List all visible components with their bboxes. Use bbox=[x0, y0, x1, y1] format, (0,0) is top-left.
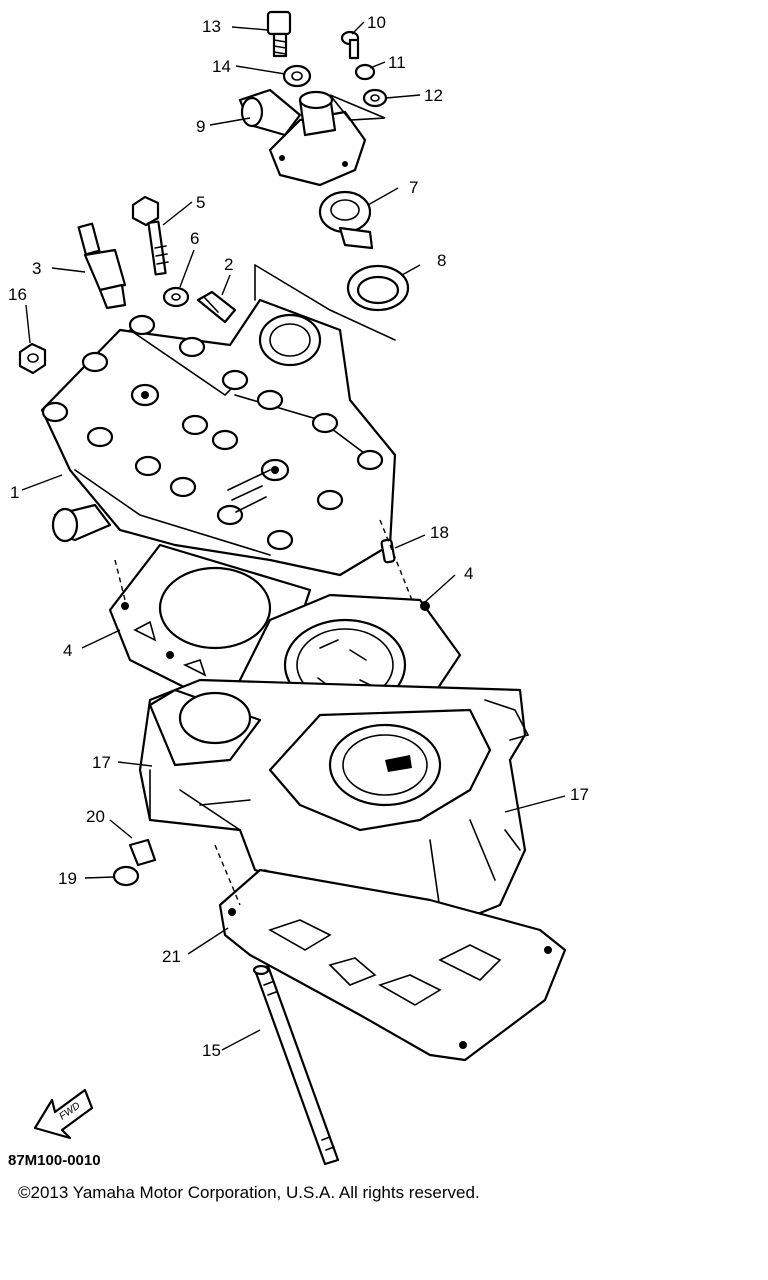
callout-2: 2 bbox=[224, 255, 233, 274]
bolt-5 bbox=[131, 195, 169, 276]
callout-4b: 4 bbox=[464, 564, 473, 583]
nut-16 bbox=[18, 342, 47, 375]
thermostat-gasket bbox=[346, 264, 410, 312]
callout-13: 13 bbox=[202, 17, 221, 36]
callout-14: 14 bbox=[212, 57, 231, 76]
cylinder-head bbox=[40, 298, 397, 577]
leader-lines bbox=[21, 21, 566, 1051]
callout-5: 5 bbox=[196, 193, 205, 212]
alignment-lines bbox=[114, 264, 413, 906]
callout-18: 18 bbox=[430, 523, 449, 542]
callout-7: 7 bbox=[409, 178, 418, 197]
washer-14 bbox=[282, 64, 312, 88]
head-bolt-bosses bbox=[41, 314, 384, 551]
copyright-notice: ©2013 Yamaha Motor Corporation, U.S.A. A… bbox=[18, 1183, 480, 1202]
stud-bolt bbox=[252, 964, 340, 1166]
callout-9: 9 bbox=[196, 117, 205, 136]
washer-12 bbox=[362, 88, 388, 108]
callout-15: 15 bbox=[202, 1041, 221, 1060]
washer-11 bbox=[354, 63, 376, 81]
callout-11: 11 bbox=[388, 53, 406, 72]
thermostat-cover bbox=[238, 88, 386, 187]
callout-6: 6 bbox=[190, 229, 199, 248]
temperature-sensor-2 bbox=[196, 290, 237, 324]
callout-16: 16 bbox=[8, 285, 27, 304]
cylinder-block bbox=[138, 678, 530, 947]
spark-plug-3 bbox=[77, 222, 127, 310]
bolt-10 bbox=[340, 30, 360, 60]
callout-4: 4 bbox=[63, 641, 72, 660]
thermostat bbox=[318, 190, 374, 250]
callout-21: 21 bbox=[162, 947, 181, 966]
drain-plug bbox=[112, 838, 157, 887]
callout-1: 1 bbox=[10, 483, 19, 502]
callout-10: 10 bbox=[367, 13, 386, 32]
callout-17: 17 bbox=[92, 753, 111, 772]
callout-8: 8 bbox=[437, 251, 446, 270]
callout-12: 12 bbox=[424, 86, 443, 105]
callout-20: 20 bbox=[86, 807, 105, 826]
callout-3: 3 bbox=[32, 259, 41, 278]
base-gasket bbox=[218, 868, 567, 1062]
drawing-code: 87M100-0010 bbox=[8, 1152, 101, 1169]
dowel-pin-18 bbox=[380, 538, 396, 564]
callout-19: 19 bbox=[58, 869, 77, 888]
forward-arrow-icon: FWD bbox=[33, 1088, 94, 1140]
washer-6 bbox=[162, 286, 190, 308]
callout-17b: 17 bbox=[570, 785, 589, 804]
callout-labels: 1 2 3 4 4 5 6 7 8 9 10 11 12 13 14 15 16… bbox=[8, 13, 589, 1060]
bolt-13 bbox=[266, 10, 292, 58]
